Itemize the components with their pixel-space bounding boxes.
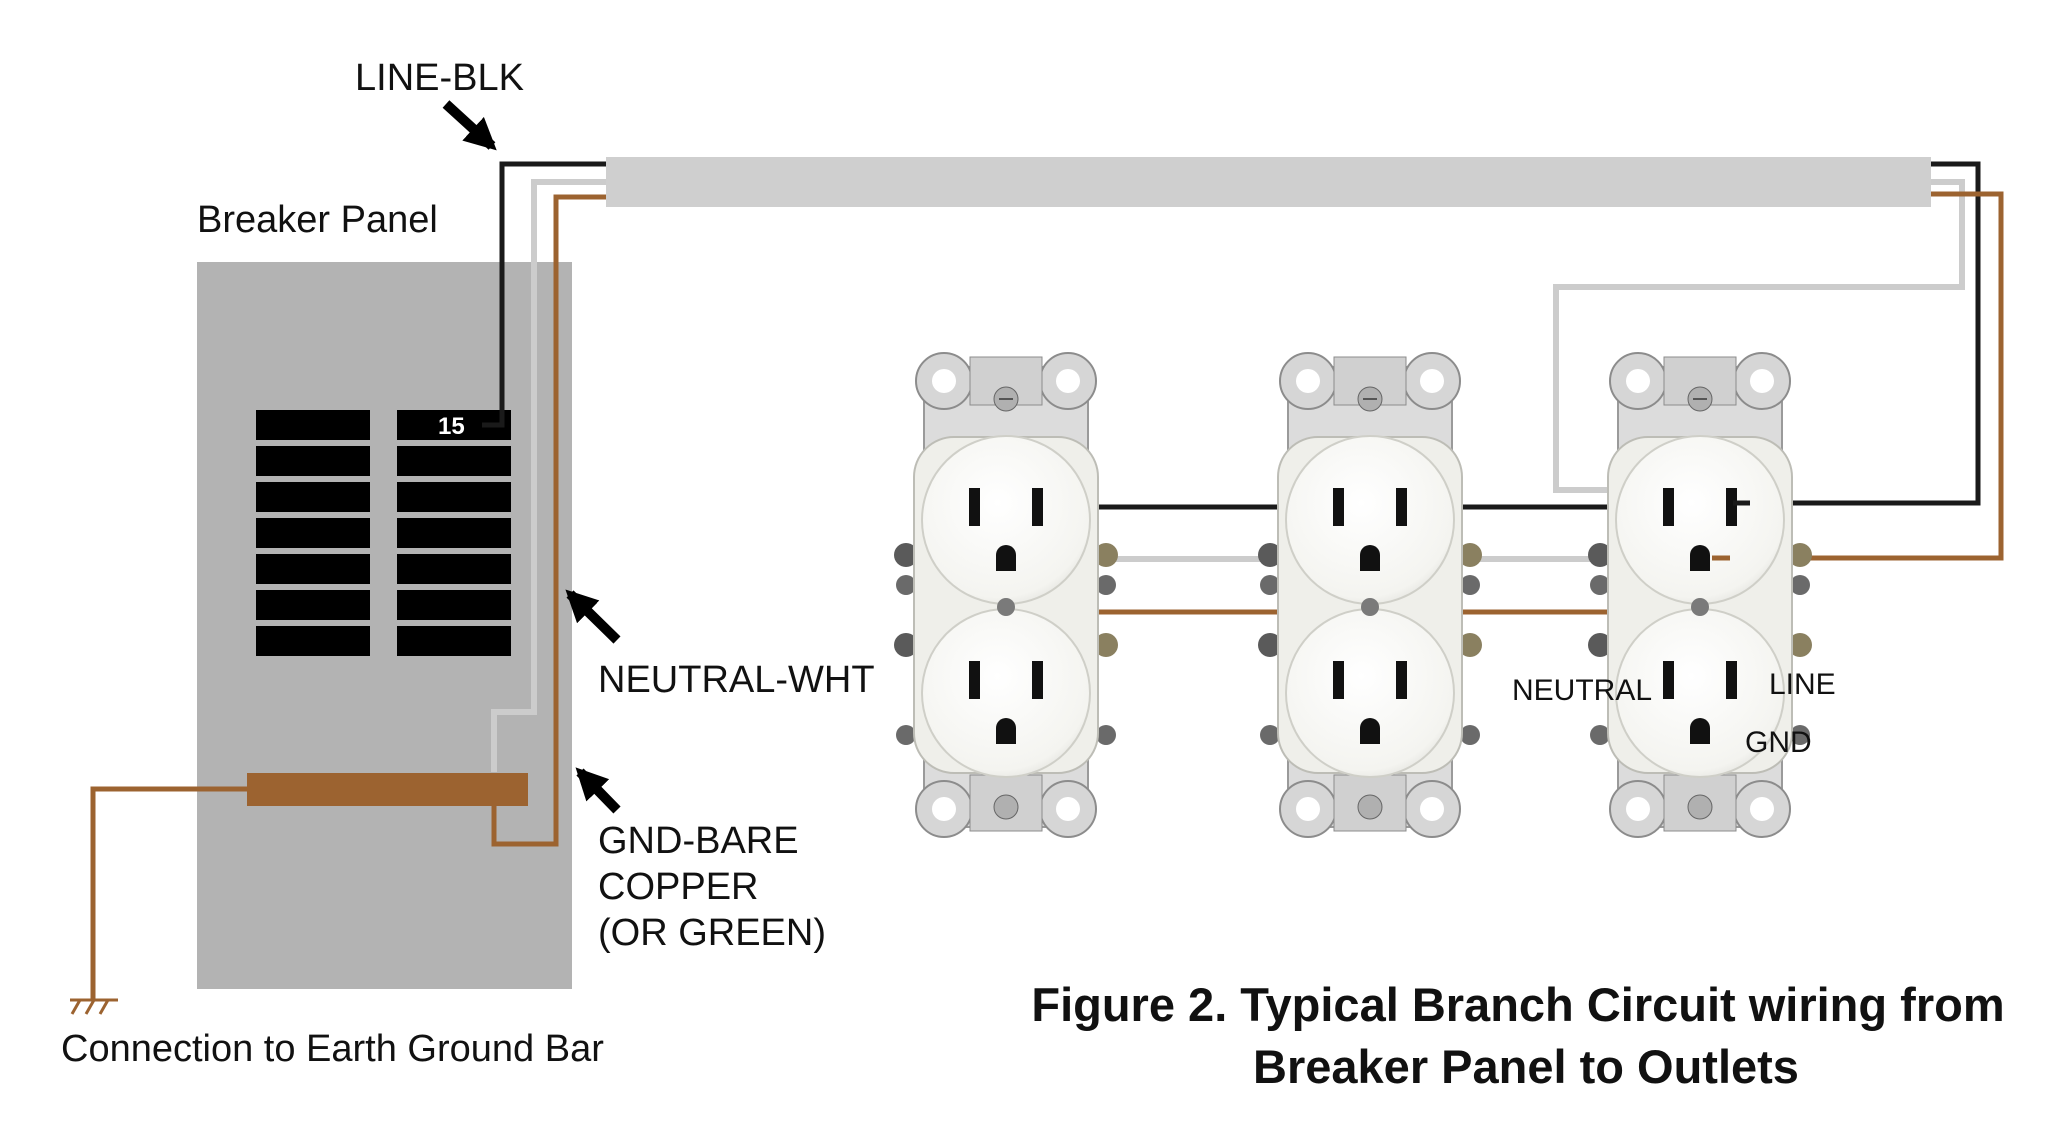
breaker-column-left <box>256 410 370 656</box>
outlet-3 <box>1587 352 1813 838</box>
outlet-1 <box>893 352 1119 838</box>
gnd-label-line2: COPPER <box>598 866 758 908</box>
neutral-wire-panel <box>491 179 606 772</box>
breaker-panel <box>197 262 572 989</box>
arrow-line-blk <box>442 100 497 151</box>
gnd-label-line3: (OR GREEN) <box>598 912 826 954</box>
earth-ground-label: Connection to Earth Ground Bar <box>61 1028 604 1070</box>
ground-wire-panel <box>491 194 606 847</box>
figure-caption-line2: Breaker Panel to Outlets <box>1253 1040 1799 1093</box>
breaker-panel-label: Breaker Panel <box>197 199 438 241</box>
ground-wire-right <box>1712 191 2004 561</box>
neutral-wire-right <box>1553 179 1965 493</box>
line-blk-label: LINE-BLK <box>355 57 524 99</box>
outlet-neutral-label: NEUTRAL <box>1512 674 1652 707</box>
breaker-column-right <box>397 410 511 656</box>
arrow-neutral <box>565 589 621 644</box>
gnd-label-line1: GND-BARE <box>598 820 799 862</box>
neutral-wht-label: NEUTRAL-WHT <box>598 659 875 701</box>
line-wire-panel <box>482 161 606 428</box>
arrow-ground <box>575 767 621 814</box>
outlet-line-label: LINE <box>1769 668 1836 701</box>
line-wire-right <box>1733 161 1981 506</box>
outlet-2 <box>1257 352 1483 838</box>
conduit <box>606 157 1931 207</box>
figure-caption-line1: Figure 2. Typical Branch Circuit wiring … <box>1031 978 2004 1031</box>
ground-bar <box>247 773 528 806</box>
breaker-number: 15 <box>438 413 465 440</box>
outlet-gnd-label: GND <box>1745 726 1812 759</box>
earth-ground-icon <box>70 998 118 1015</box>
earth-ground-wire <box>90 786 247 1000</box>
